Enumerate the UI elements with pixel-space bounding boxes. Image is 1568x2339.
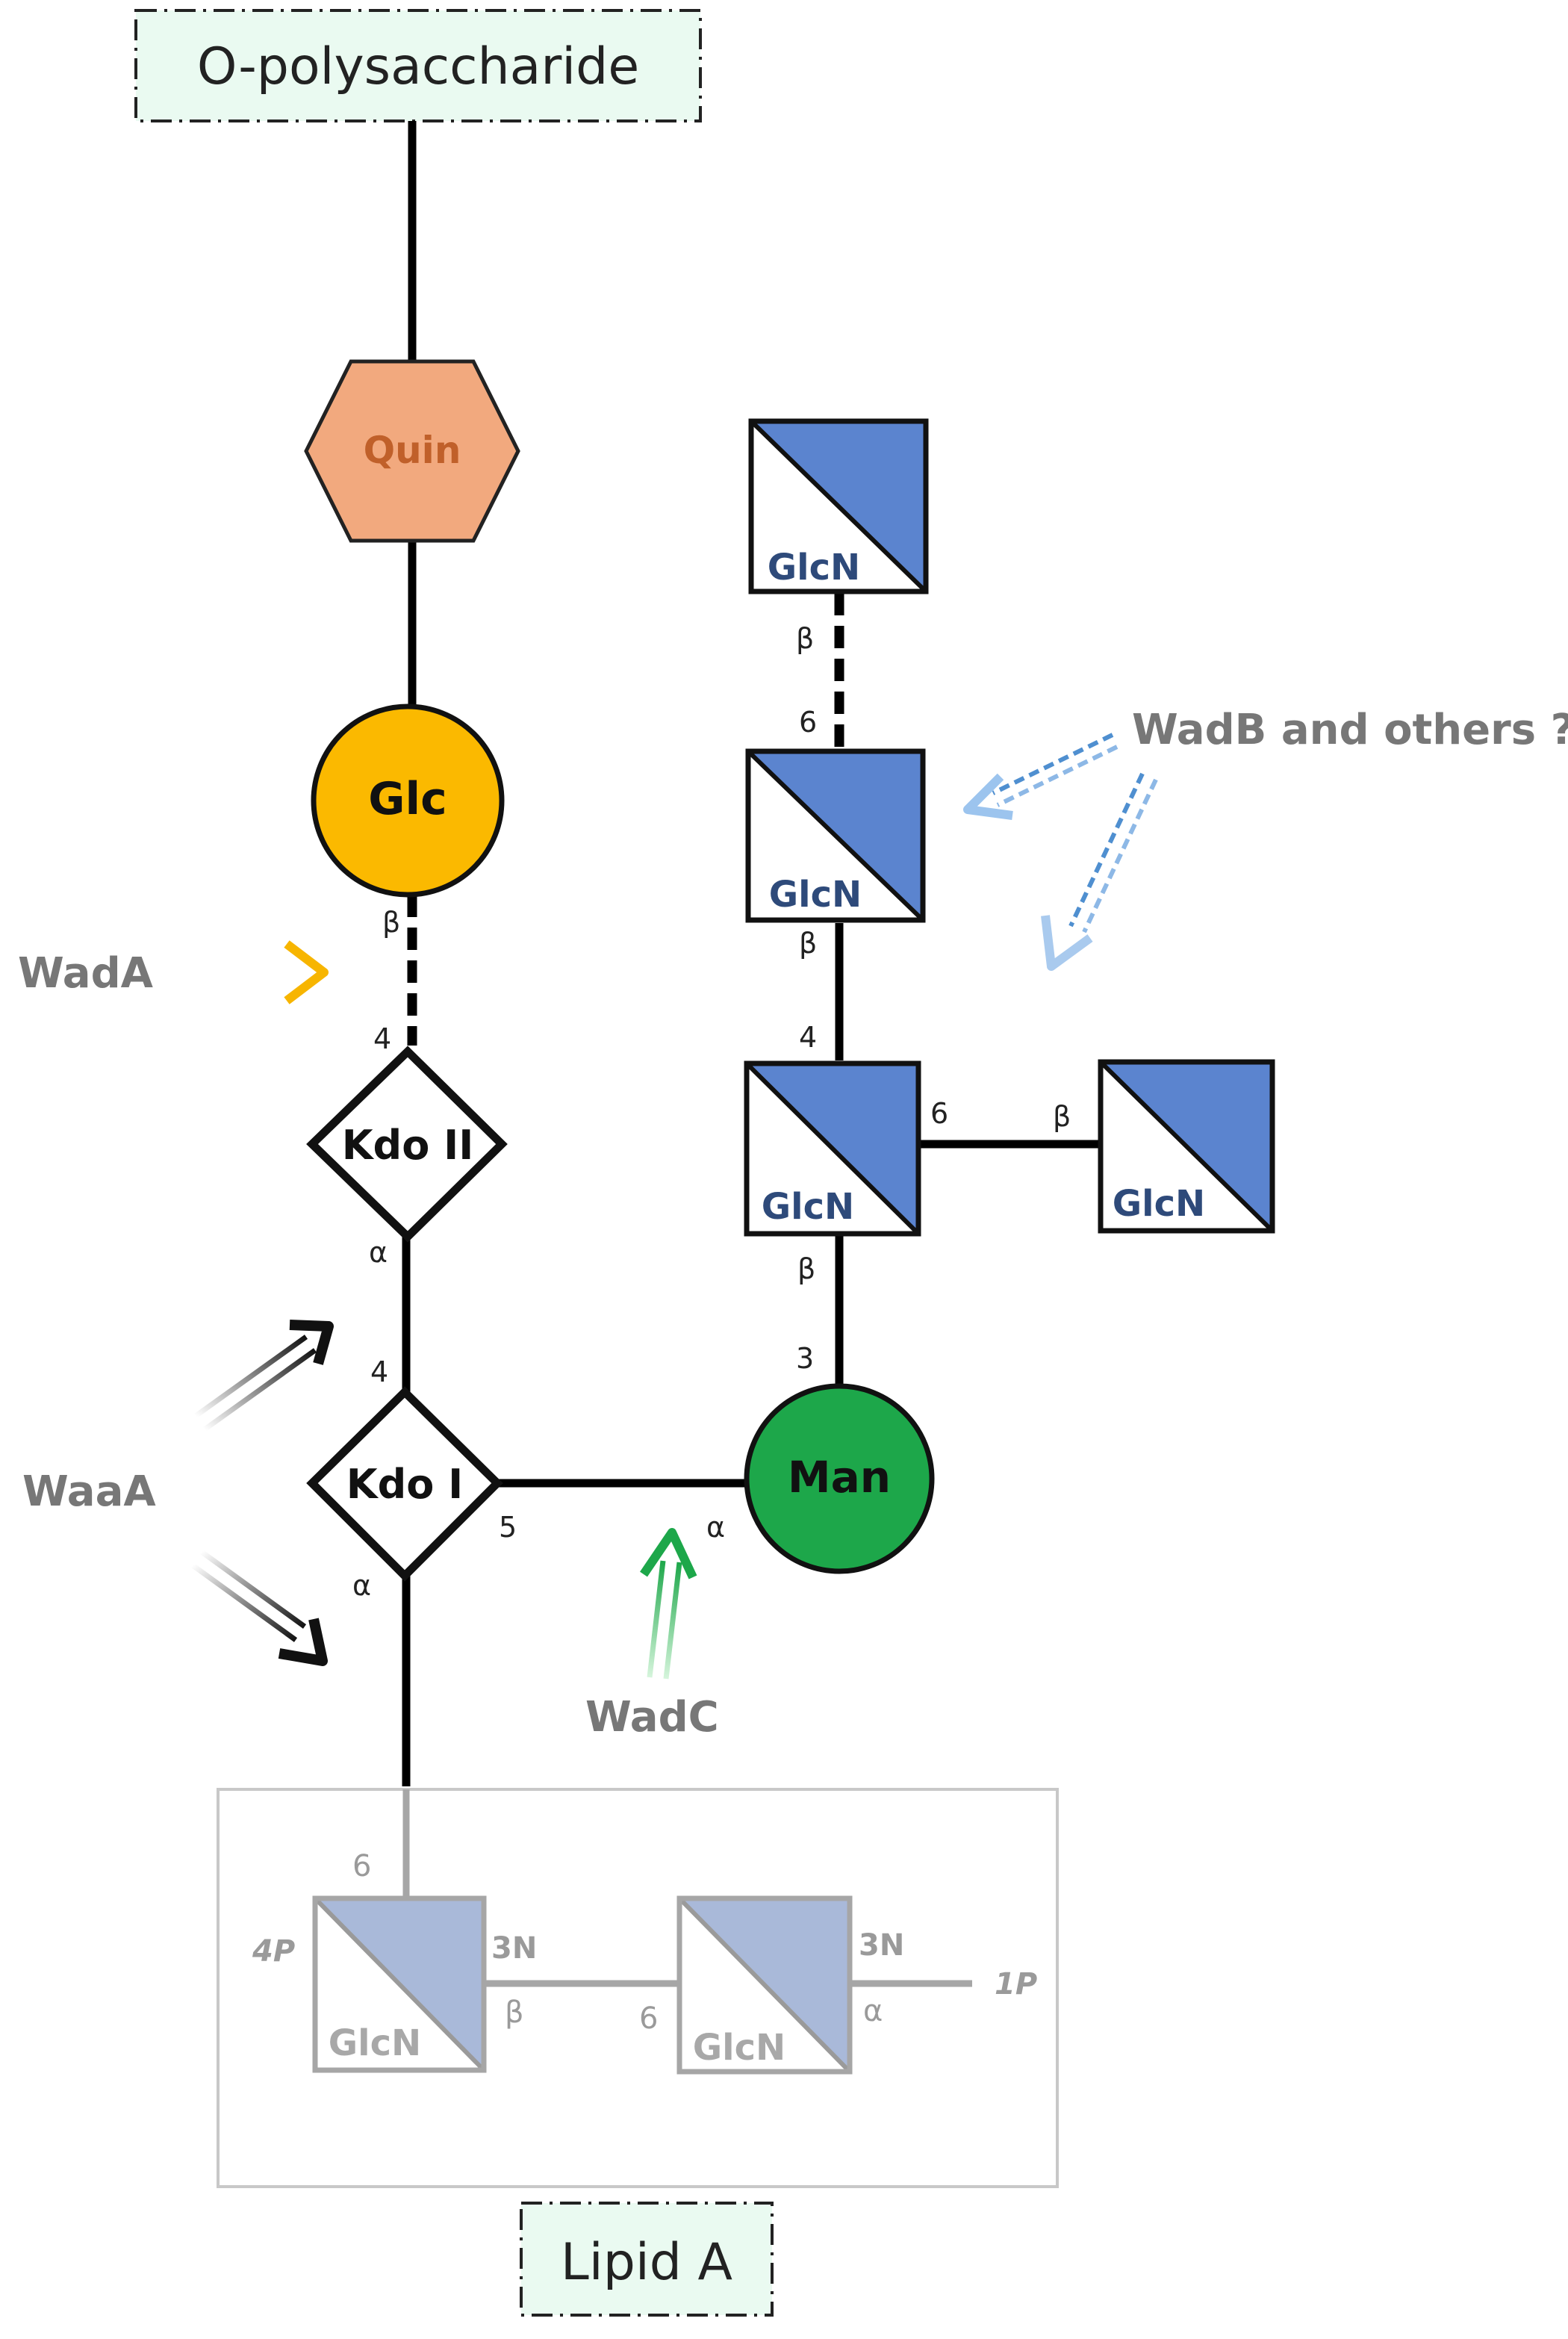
- glcn-mid-node: GlcN: [745, 748, 926, 923]
- lipid-a-label: Lipid A: [561, 2233, 732, 2292]
- glcn-side-node: GlcN: [1098, 1059, 1275, 1234]
- o-polysaccharide-box: O-polysaccharide: [134, 9, 702, 122]
- kdo2-node: Kdo II: [306, 1046, 508, 1243]
- glcn-branch-node: GlcN: [744, 1060, 921, 1237]
- linkage-kdo2-alpha: α: [369, 1236, 388, 1269]
- glcn-side-label: GlcN: [1113, 1183, 1205, 1225]
- waaa-arrow-down-icon: [190, 1550, 328, 1666]
- lipid-glcn-right-label: GlcN: [693, 2027, 785, 2069]
- enzyme-waaa-label: WaaA: [22, 1467, 156, 1516]
- enzyme-wadc-label: WadC: [585, 1693, 719, 1742]
- waaa-arrow-up-icon: [193, 1320, 334, 1432]
- lipid-glcn-left-label: GlcN: [329, 2022, 421, 2064]
- lipid-linkage-6: 6: [352, 1849, 371, 1883]
- man-node: Man: [744, 1383, 935, 1574]
- glcn-top-node: GlcN: [748, 418, 929, 594]
- enzyme-wada-label: WadA: [18, 949, 154, 998]
- linkage-man-alpha: α: [706, 1511, 725, 1544]
- kdo1-node: Kdo I: [306, 1386, 503, 1582]
- lipid-linkage-4p: 4P: [252, 1934, 295, 1969]
- dashed-bonds: [407, 593, 844, 1046]
- glcn-branch-label: GlcN: [762, 1186, 854, 1228]
- linkage-man-3: 3: [796, 1342, 814, 1375]
- lipid-linkage-alpha: α: [863, 1994, 883, 2028]
- quin-label: Quin: [364, 429, 461, 472]
- linkage-kdo1-alpha: α: [352, 1569, 371, 1602]
- linkage-mid-beta: β: [799, 927, 817, 960]
- lipid-linkage-3n-right: 3N: [859, 1928, 904, 1963]
- wadb-arrow-down-icon: [1041, 772, 1158, 971]
- linkage-side-beta: β: [1053, 1100, 1071, 1133]
- linkage-branch-6: 6: [930, 1097, 948, 1130]
- linkage-mid-6: 6: [799, 706, 817, 739]
- linkage-branch-4: 4: [799, 1021, 817, 1054]
- linkage-kdo1-5: 5: [499, 1511, 517, 1544]
- lipid-glcn-right-node: GlcN: [676, 1895, 853, 2075]
- lipid-linkage-1p: 1P: [995, 1967, 1037, 2001]
- o-polysaccharide-label: O-polysaccharide: [197, 37, 639, 96]
- quin-node: Quin: [304, 359, 520, 543]
- lipid-linkage-beta: β: [505, 1995, 524, 2030]
- lipid-linkage-6b: 6: [639, 2001, 658, 2036]
- man-label: Man: [788, 1452, 891, 1503]
- kdo2-label: Kdo II: [342, 1122, 474, 1169]
- glcn-top-label: GlcN: [768, 547, 860, 588]
- linkage-labels: β 4 α 4 5 α α 3 β 6 β 4 β 6 β: [352, 622, 1071, 1602]
- wadc-arrow-icon: [640, 1528, 697, 1680]
- linkage-top-beta: β: [796, 622, 814, 655]
- lipid-linkage-3n-left: 3N: [491, 1931, 537, 1966]
- lipid-linkage-labels: 6 4P 3N β 6 3N α 1P: [252, 1849, 1037, 2036]
- wada-arrow-icon: [199, 940, 329, 1004]
- linkage-branch-beta: β: [797, 1252, 815, 1285]
- linkage-kdo1-4: 4: [370, 1355, 388, 1388]
- lipid-a-box: Lipid A: [520, 2202, 774, 2317]
- wadb-arrow-left-icon: [963, 733, 1119, 820]
- glc-node: Glc: [311, 703, 505, 898]
- bonds: [402, 121, 1099, 1786]
- lipid-a-region-frame: [217, 1788, 1059, 2188]
- glcn-mid-label: GlcN: [769, 874, 862, 916]
- lipid-glcn-left-node: GlcN: [312, 1895, 487, 2073]
- kdo1-label: Kdo I: [346, 1461, 464, 1508]
- enzyme-wadb-label: WadB and others ?: [1132, 706, 1568, 754]
- linkage-glc-beta: β: [382, 906, 400, 939]
- lipid-bonds: [402, 1789, 972, 1987]
- linkage-kdo2-4: 4: [373, 1022, 391, 1055]
- glc-label: Glc: [368, 773, 447, 825]
